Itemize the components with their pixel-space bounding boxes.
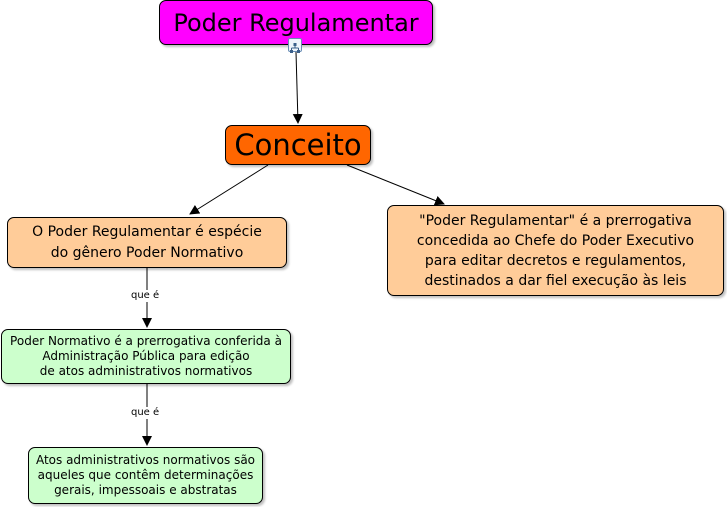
- edge-title-conceito: [292, 51, 303, 124]
- link-label: que é: [130, 290, 161, 302]
- hierarchy-icon[interactable]: [288, 38, 302, 53]
- title-node[interactable]: Poder Regulamentar: [159, 0, 433, 45]
- poder-normativo-node[interactable]: Poder Normativo é a prerrogativa conferi…: [1, 329, 291, 384]
- especie-node-text: O Poder Regulamentar é espécie do gênero…: [32, 223, 262, 261]
- atos-normativos-node[interactable]: Atos administrativos normativos são aque…: [28, 447, 263, 504]
- atos-normativos-node-text: Atos administrativos normativos são aque…: [35, 453, 256, 497]
- especie-node[interactable]: O Poder Regulamentar é espécie do gênero…: [7, 217, 287, 268]
- link-label: que é: [130, 407, 161, 419]
- title-node-text: Poder Regulamentar: [173, 8, 419, 37]
- concept-node[interactable]: Conceito: [225, 125, 371, 165]
- definition-node-text: "Poder Regulamentar" é a prerrogativa co…: [416, 212, 695, 289]
- poder-normativo-node-text: Poder Normativo é a prerrogativa conferi…: [10, 334, 282, 378]
- edge-conceito-definicao: [346, 164, 445, 206]
- definition-node[interactable]: "Poder Regulamentar" é a prerrogativa co…: [387, 205, 724, 296]
- concept-node-text: Conceito: [234, 128, 362, 162]
- edge-conceito-especie: [189, 164, 269, 215]
